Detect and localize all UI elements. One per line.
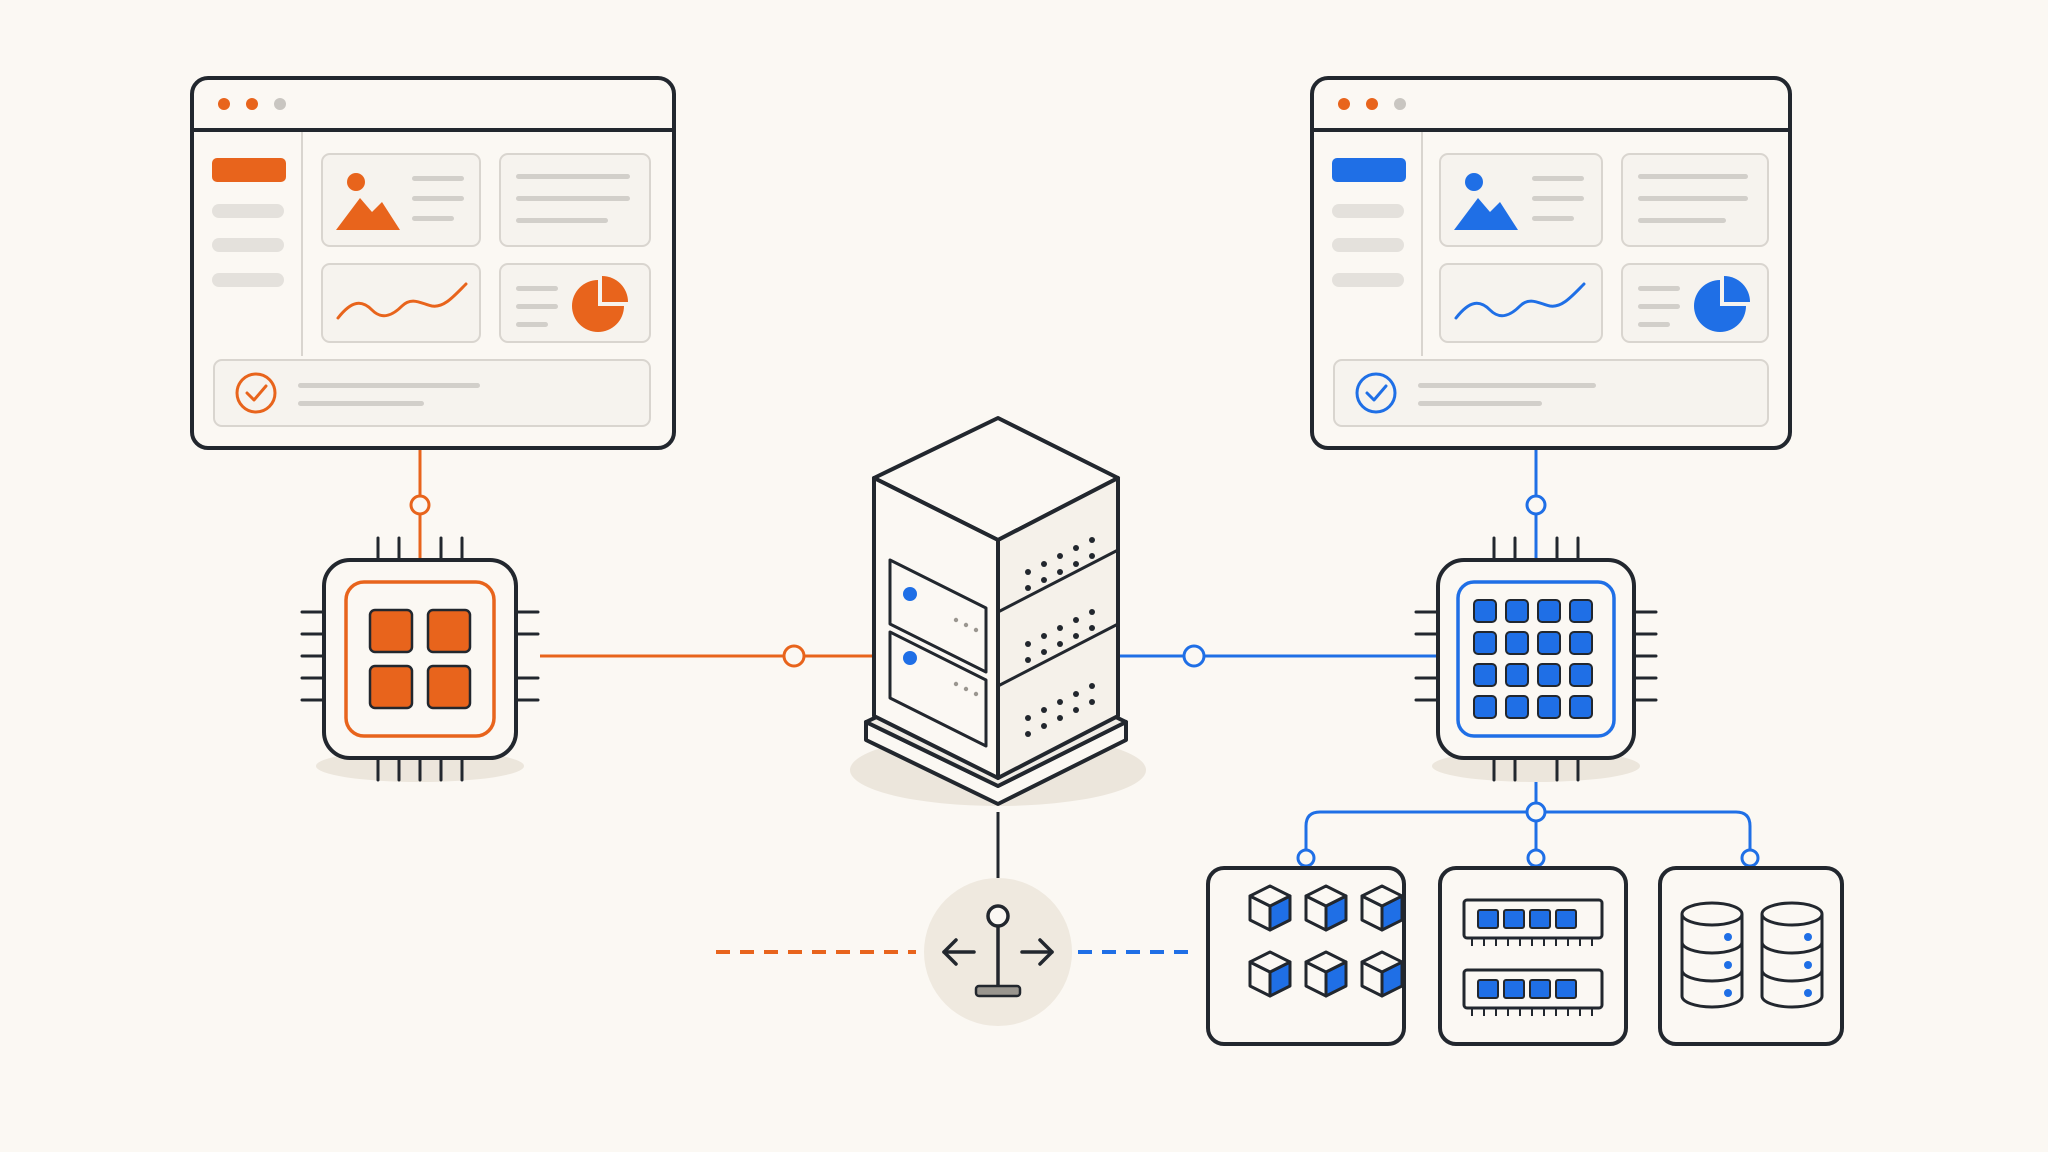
cube [1248, 884, 1292, 932]
status-led [903, 651, 917, 665]
line-chart-card [1439, 263, 1603, 343]
cube [1304, 950, 1348, 998]
sidebar-item-active [212, 158, 286, 182]
server-vents [1025, 537, 1095, 737]
line-chart-card [321, 263, 481, 343]
cpu-chip-icon [300, 536, 540, 782]
sidebar-item-active [1332, 158, 1406, 182]
cube [1360, 950, 1404, 998]
pie-chart-card [1621, 263, 1769, 343]
window-dot-minimize [1366, 98, 1378, 110]
ram-stick [1462, 898, 1604, 946]
connector-left-window-to-chip [409, 450, 431, 560]
pie-icon [572, 276, 628, 332]
image-sun-icon [1465, 173, 1483, 191]
check-circle-icon [1355, 372, 1397, 414]
sidebar-item [1332, 204, 1404, 218]
pie-chart-card [499, 263, 651, 343]
connector-right-chip-to-resources [1296, 758, 1760, 868]
cube [1304, 884, 1348, 932]
trend-line-icon [1454, 282, 1586, 320]
check-circle-icon [235, 372, 277, 414]
status-bar-card [213, 359, 651, 427]
sidebar-item [1332, 273, 1404, 287]
window-dot-close [1338, 98, 1350, 110]
image-card [1439, 153, 1603, 247]
cube [1248, 950, 1292, 998]
text-card [499, 153, 651, 247]
split-arrows-icon [924, 878, 1072, 1026]
sidebar-item [1332, 238, 1404, 252]
sidebar-item [212, 273, 284, 287]
right-dashboard-window [1310, 76, 1792, 450]
connector-server-to-right-chip [1118, 644, 1438, 668]
cubes-icon [1206, 866, 1406, 1046]
image-sun-icon [347, 173, 365, 191]
cube [1360, 884, 1404, 932]
status-bar-card [1333, 359, 1769, 427]
pie-icon [1694, 276, 1750, 332]
server-drive-bay-1 [888, 558, 988, 674]
server-drive-bay-2 [888, 630, 988, 748]
mountain-icon [1454, 198, 1518, 230]
window-dot-maximize [274, 98, 286, 110]
connector-left-chip-to-server [540, 644, 872, 668]
mountain-icon [336, 198, 400, 230]
trend-line-icon [336, 282, 468, 320]
ram-stick [1462, 968, 1604, 1016]
database-cylinder [1680, 901, 1744, 1009]
status-led [903, 587, 917, 601]
window-dot-maximize [1394, 98, 1406, 110]
server-tower-icon [850, 416, 1146, 806]
database-icon [1658, 866, 1844, 1046]
connector-right-window-to-chip [1525, 450, 1547, 560]
left-dashboard-window [190, 76, 676, 450]
sidebar-item [212, 204, 284, 218]
window-dot-minimize [246, 98, 258, 110]
gpu-chip-icon [1414, 536, 1658, 782]
window-dot-close [218, 98, 230, 110]
text-card [1621, 153, 1769, 247]
database-cylinder [1760, 901, 1824, 1009]
ram-module-icon [1438, 866, 1628, 1046]
sidebar-item [212, 238, 284, 252]
image-card [321, 153, 481, 247]
